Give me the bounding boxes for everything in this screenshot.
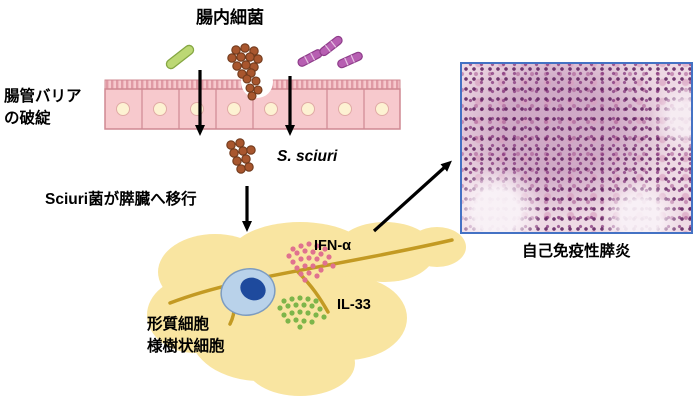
autoimmune-pancreatitis-label: 自己免疫性膵炎 xyxy=(522,243,631,260)
pdc-nucleus xyxy=(240,277,266,301)
arrows xyxy=(195,70,452,233)
translocation-label: Sciuri菌が膵臓へ移行 xyxy=(45,191,197,208)
cocci-cluster-in-breach xyxy=(242,74,263,101)
pancreas-body xyxy=(147,222,466,396)
barrier-breakdown-line1: 腸管バリア xyxy=(4,88,82,105)
ifn-alpha-dots xyxy=(286,241,336,283)
pdc-cell xyxy=(220,268,276,316)
gut-bacteria-label: 腸内細菌 xyxy=(196,8,264,27)
histology-image xyxy=(460,62,693,234)
pdc-label-line2: 様樹状細胞 xyxy=(147,338,225,356)
green-rod-bacterium-icon xyxy=(165,44,195,70)
il33-dots xyxy=(277,295,327,330)
diagonal-arrow-to-histology-icon xyxy=(372,160,452,233)
he-stain-texture xyxy=(462,64,691,232)
s-sciuri-label: S. sciuri xyxy=(277,148,338,165)
cocci-cluster-translocated xyxy=(226,138,256,174)
ifn-alpha-label: IFN-α xyxy=(314,238,352,254)
il33-label: IL-33 xyxy=(337,297,371,313)
purple-rod-bacteria-icon xyxy=(297,35,363,69)
pdc-label-line1: 形質細胞 xyxy=(147,316,210,333)
pdc-label: 形質細胞 様樹状細胞 xyxy=(147,314,225,359)
barrier-breakdown-label: 腸管バリア の破綻 xyxy=(4,86,82,131)
barrier-breakdown-line2: の破綻 xyxy=(4,110,51,128)
